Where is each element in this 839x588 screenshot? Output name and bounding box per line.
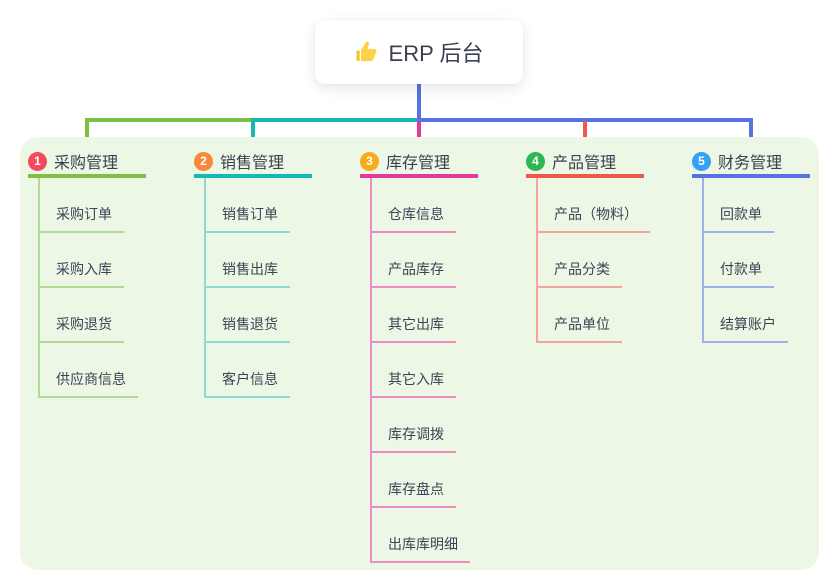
root-node[interactable]: ERP 后台 [315,20,523,84]
branch-node-inventory[interactable]: 3 库存管理 [360,148,478,178]
child-node-label[interactable]: 库存调拨 [372,424,456,453]
child-node: 客户信息 [206,343,290,398]
child-node: 出库库明细 [372,508,470,563]
root-node-label: ERP 后台 [388,41,484,66]
child-node: 其它出库 [372,288,470,343]
branch-children: 销售订单 销售出库 销售退货 客户信息 [204,178,290,398]
bus-segment-3 [417,118,753,122]
child-node: 采购入库 [40,233,138,288]
child-node: 供应商信息 [40,343,138,398]
bus-segment-2 [251,118,421,122]
child-node: 其它入库 [372,343,470,398]
branch-label: 财务管理 [718,155,783,172]
child-node-label[interactable]: 采购退货 [40,314,124,343]
child-node-label[interactable]: 出库库明细 [372,534,470,563]
child-node-label[interactable]: 库存盘点 [372,479,456,508]
branch-drop-4 [583,121,587,146]
branch-number-badge: 3 [360,151,379,171]
child-node: 产品分类 [538,233,650,288]
child-node-label[interactable]: 销售订单 [206,204,290,233]
child-node-label[interactable]: 产品单位 [538,314,622,343]
child-node: 产品库存 [372,233,470,288]
child-node-label[interactable]: 回款单 [704,204,774,233]
branch-column-finance: 5 财务管理 回款单 付款单 结算账户 [692,148,810,343]
branch-drop-1 [85,118,89,146]
child-node: 回款单 [704,178,788,233]
branch-number-badge: 4 [526,151,545,171]
child-node: 采购订单 [40,178,138,233]
branch-drop-5 [749,118,753,146]
root-stem-connector [417,84,421,122]
child-node: 结算账户 [704,288,788,343]
branch-label: 销售管理 [220,155,285,172]
branch-node-product[interactable]: 4 产品管理 [526,148,644,178]
branch-drop-3 [417,121,421,146]
child-node-label[interactable]: 销售退货 [206,314,290,343]
child-node-label[interactable]: 采购订单 [40,204,124,233]
child-node-label[interactable]: 采购入库 [40,259,124,288]
child-node-label[interactable]: 产品库存 [372,259,456,288]
branch-node-purchase[interactable]: 1 采购管理 [28,148,146,178]
branch-node-finance[interactable]: 5 财务管理 [692,148,810,178]
branch-column-sales: 2 销售管理 销售订单 销售出库 销售退货 客户信息 [194,148,312,398]
branch-column-product: 4 产品管理 产品（物料） 产品分类 产品单位 [526,148,650,343]
branch-label: 库存管理 [386,155,451,172]
child-node: 产品（物料） [538,178,650,233]
child-node-label[interactable]: 销售出库 [206,259,290,288]
bus-segment-1 [85,118,255,122]
child-node-label[interactable]: 客户信息 [206,369,290,398]
child-node-label[interactable]: 其它出库 [372,314,456,343]
child-node: 销售订单 [206,178,290,233]
branch-label: 产品管理 [552,155,617,172]
child-node-label[interactable]: 仓库信息 [372,204,456,233]
child-node: 仓库信息 [372,178,470,233]
child-node: 库存调拨 [372,398,470,453]
branch-children: 仓库信息 产品库存 其它出库 其它入库 库存调拨 库存盘点 出库库明细 [370,178,470,563]
child-node-label[interactable]: 供应商信息 [40,369,138,398]
child-node: 销售退货 [206,288,290,343]
branch-column-purchase: 1 采购管理 采购订单 采购入库 采购退货 供应商信息 [28,148,146,398]
child-node: 销售出库 [206,233,290,288]
branch-number-badge: 5 [692,151,711,171]
child-node: 采购退货 [40,288,138,343]
branch-children: 采购订单 采购入库 采购退货 供应商信息 [38,178,138,398]
branch-children: 回款单 付款单 结算账户 [702,178,788,343]
child-node-label[interactable]: 产品（物料） [538,204,650,233]
branch-label: 采购管理 [54,155,119,172]
branch-drop-2 [251,121,255,146]
child-node: 产品单位 [538,288,650,343]
thumbs-up-icon [355,40,379,64]
branch-node-sales[interactable]: 2 销售管理 [194,148,312,178]
branches-panel [20,137,819,570]
child-node-label[interactable]: 产品分类 [538,259,622,288]
branch-column-inventory: 3 库存管理 仓库信息 产品库存 其它出库 其它入库 库存调拨 库存盘点 出库库… [360,148,478,563]
branch-number-badge: 2 [194,151,213,171]
child-node: 付款单 [704,233,788,288]
child-node: 库存盘点 [372,453,470,508]
child-node-label[interactable]: 结算账户 [704,314,788,343]
branch-children: 产品（物料） 产品分类 产品单位 [536,178,650,343]
child-node-label[interactable]: 付款单 [704,259,774,288]
child-node-label[interactable]: 其它入库 [372,369,456,398]
branch-number-badge: 1 [28,151,47,171]
